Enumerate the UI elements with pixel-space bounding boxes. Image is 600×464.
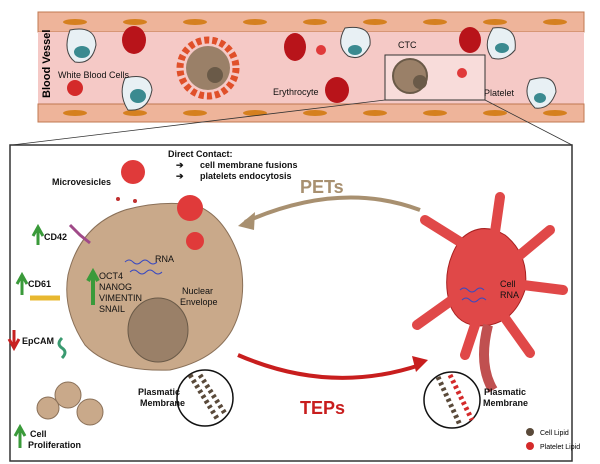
activated-platelet-large [412,192,568,393]
blood-vessel-label: Blood Vessel [41,30,53,98]
epcam-receptor-icon [57,336,67,360]
epcam-label: EpCAM [22,336,54,346]
nucleus [127,297,189,363]
gene-list: OCT4 NANOG VIMENTIN SNAIL [99,271,142,314]
cd61-label: CD61 [28,279,51,289]
proliferating-cells [36,381,104,426]
activated-platelet [67,80,83,96]
membrane-zoom-right [423,371,481,429]
teps-label: TEPs [300,398,345,418]
platelet-cloak [176,36,240,100]
platelet [316,45,326,55]
cell-lipid-icon [526,428,534,436]
rna-label: RNA [155,254,174,264]
white-blood-cell [486,27,516,60]
svg-text:RNA: RNA [500,290,519,300]
cd42-label: CD42 [44,232,67,242]
platelet [457,68,467,78]
svg-text:Envelope: Envelope [180,297,218,307]
endothelial-nuclei [63,19,567,116]
blood-vessel: Blood Vessel White Blood Cells Erythrocy… [37,11,585,123]
svg-text:NANOG: NANOG [99,282,132,292]
direct-contact-note: Direct Contact: ➔ cell membrane fusions … [168,149,298,181]
down-arrow-icon [7,330,21,352]
membrane-zoom-left [176,369,234,427]
svg-text:➔: ➔ [176,171,184,181]
legend-platelet-lipid: Platelet Lipid [540,444,580,451]
cell-proliferation-label: Cell [30,429,47,439]
white-blood-cell [526,77,557,109]
svg-text:Membrane: Membrane [140,398,185,408]
microvesicles-label: Microvesicles [52,177,111,187]
nuclear-envelope-label: Nuclear [182,286,213,296]
platelet [121,160,145,184]
svg-text:OCT4: OCT4 [99,271,123,281]
erythrocyte-label: Erythrocyte [273,87,319,97]
platelet-cell-rna-label: Cell [500,279,516,289]
white-blood-cells-label: White Blood Cells [58,70,130,80]
platelet [186,232,204,250]
svg-text:Proliferation: Proliferation [28,440,81,450]
rna-icon [459,287,487,303]
teps-arrow [237,353,421,380]
plasmatic-membrane-label: Plasmatic [484,387,526,397]
svg-text:Membrane: Membrane [483,398,528,408]
legend: Cell Lipid Platelet Lipid [526,428,580,451]
pets-arrow [244,195,421,224]
svg-text:platelets endocytosis: platelets endocytosis [200,171,292,181]
platelet-lipid-icon [526,442,534,450]
pets-label: PETs [300,177,344,197]
platelet [177,195,203,221]
platelet-label: Platelet [484,88,515,98]
ctc-label: CTC [398,40,417,50]
svg-text:VIMENTIN: VIMENTIN [99,293,142,303]
up-arrow-icon [86,267,100,305]
svg-text:cell membrane fusions: cell membrane fusions [200,160,298,170]
cd42-receptor-icon [68,223,91,245]
rna-icon [124,259,163,275]
white-blood-cell [121,76,153,111]
svg-text:Direct Contact:: Direct Contact: [168,149,233,159]
up-arrow-icon [31,223,45,245]
white-blood-cell [340,26,371,59]
erythrocytes [122,26,481,103]
up-arrow-icon [13,423,27,448]
white-blood-cell [66,28,97,63]
ctc-cluster [186,46,230,90]
svg-text:SNAIL: SNAIL [99,304,125,314]
plasmatic-membrane-label: Plasmatic [138,387,180,397]
svg-text:➔: ➔ [176,160,184,170]
legend-cell-lipid: Cell Lipid [540,430,569,437]
up-arrow-icon [15,271,29,295]
